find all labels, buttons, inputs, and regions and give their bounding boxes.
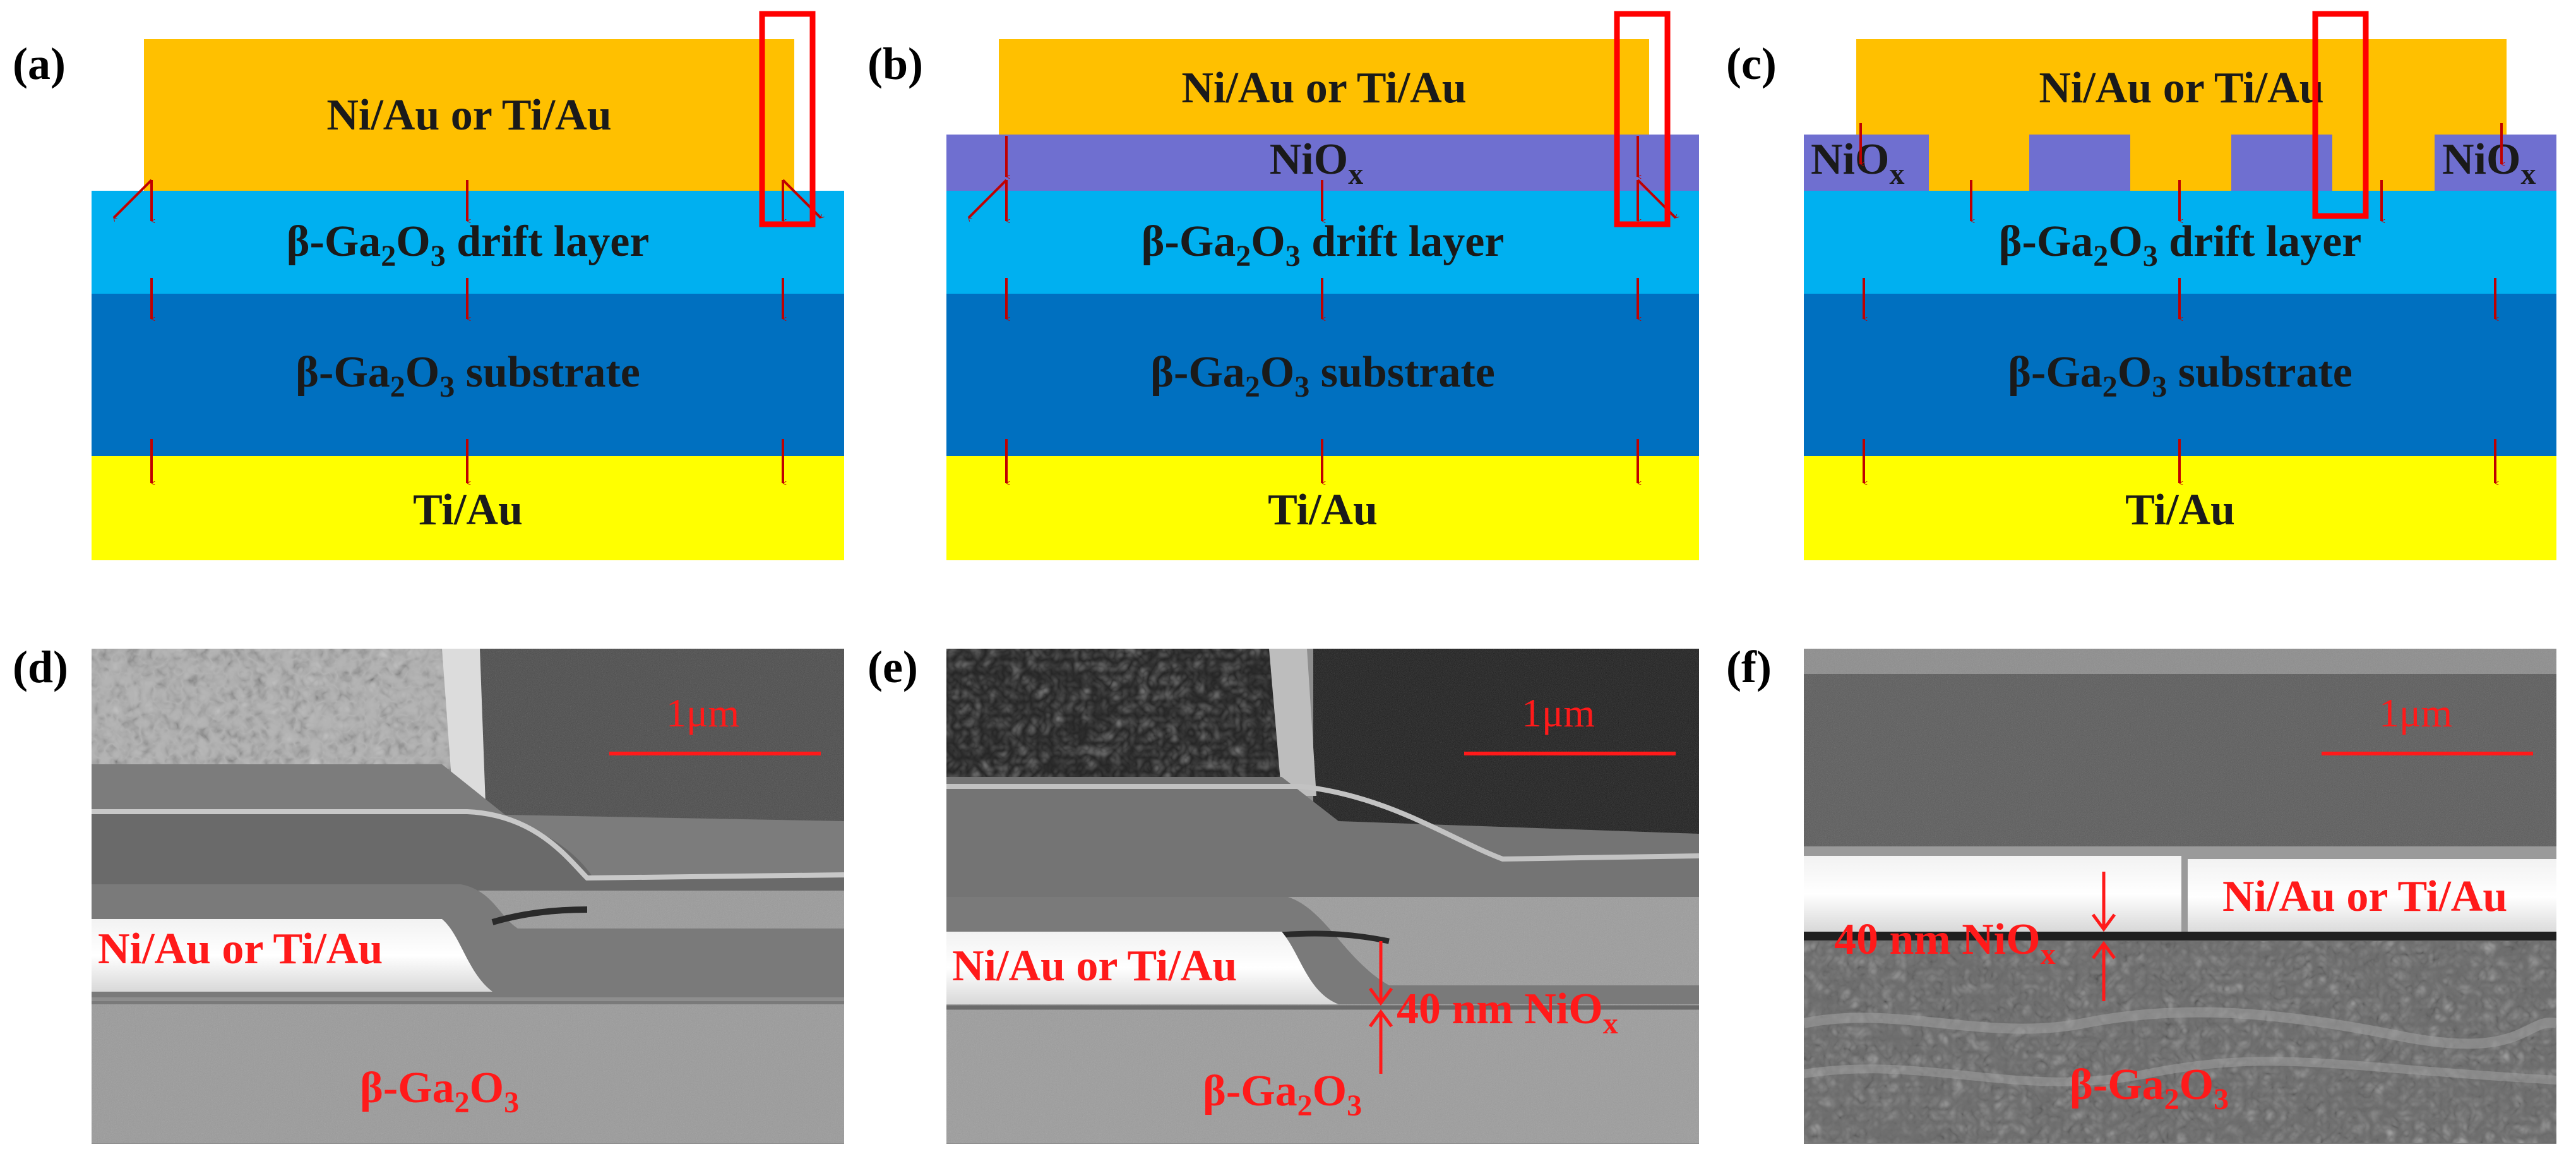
top-metal-label: Ni/Au or Ti/Au (1181, 64, 1466, 112)
top-metal-layer (1856, 39, 2507, 191)
sem-image (946, 649, 1699, 1144)
back-metal-label: Ti/Au (413, 486, 523, 534)
nio-annotation: 40 nm NiOx (1834, 915, 2056, 971)
panel-e: (e) 1μm Ni/Au or Ti/Au 40 nm NiOx (868, 642, 1699, 1144)
drift-layer-label: β-Ga2O3 drift layer (287, 217, 650, 273)
panel-c: (c) Ni/Au or Ti/Au NiOx NiOx β-Ga2O3 dri… (1726, 11, 2556, 560)
nio-label-left: NiOx (1811, 135, 1904, 191)
highlight-box (2312, 11, 2369, 219)
panel-f: (f) 1μm Ni/Au or Ti/Au 40 nm NiOx (1726, 642, 2556, 1144)
thickness-arrows (1368, 941, 1393, 1074)
top-metal-layer (999, 39, 1649, 135)
substrate-annotation: β-Ga2O3 (360, 1064, 519, 1119)
panel-a: (a) Ni/Au or Ti/Au β-Ga2O3 drift layer β… (13, 11, 844, 560)
sem-image (92, 649, 844, 1144)
panel-b: (b) Ni/Au or Ti/Au NiOx β-Ga2O3 drift la… (868, 11, 1699, 560)
scale-label: 1μm (2379, 690, 2452, 735)
current-arrows (1859, 123, 2501, 483)
nio-label-right: NiOx (2442, 135, 2536, 191)
metal-annotation: Ni/Au or Ti/Au (2222, 872, 2507, 921)
panel-label-d: (d) (13, 642, 68, 692)
sem-image (1804, 649, 2556, 1144)
panel-label-b: (b) (868, 39, 923, 89)
thickness-arrows (2091, 872, 2116, 1001)
back-metal-label: Ti/Au (2125, 486, 2235, 534)
scale-label: 1μm (1522, 690, 1595, 735)
panel-label-f: (f) (1726, 642, 1772, 692)
substrate-annotation: β-Ga2O3 (2070, 1061, 2229, 1116)
metal-annotation: Ni/Au or Ti/Au (952, 942, 1237, 990)
panel-label-a: (a) (13, 39, 66, 89)
top-metal-label: Ni/Au or Ti/Au (2039, 64, 2323, 112)
current-arrows (112, 179, 821, 483)
back-metal-label: Ti/Au (1268, 486, 1378, 534)
top-metal-label: Ni/Au or Ti/Au (326, 91, 611, 140)
highlight-box (759, 11, 816, 227)
drift-layer-label: β-Ga2O3 drift layer (1999, 217, 2362, 273)
top-metal-layer (144, 39, 794, 191)
drift-layer-label: β-Ga2O3 drift layer (1142, 217, 1505, 273)
metal-annotation: Ni/Au or Ti/Au (98, 925, 383, 973)
scale-label: 1μm (666, 690, 739, 735)
substrate-annotation: β-Ga2O3 (1203, 1067, 1362, 1122)
panel-label-e: (e) (868, 642, 918, 692)
panel-d: (d) 1μm Ni/Au or Ti/Au β-Ga2O3 (13, 642, 844, 1144)
panel-label-c: (c) (1726, 39, 1777, 89)
nio-annotation: 40 nm NiOx (1397, 985, 1618, 1040)
highlight-box (1614, 11, 1671, 227)
substrate-label: β-Ga2O3 substrate (295, 348, 640, 404)
substrate-label: β-Ga2O3 substrate (2008, 348, 2352, 404)
substrate-label: β-Ga2O3 substrate (1150, 348, 1495, 404)
nio-label: NiOx (1270, 135, 1363, 191)
